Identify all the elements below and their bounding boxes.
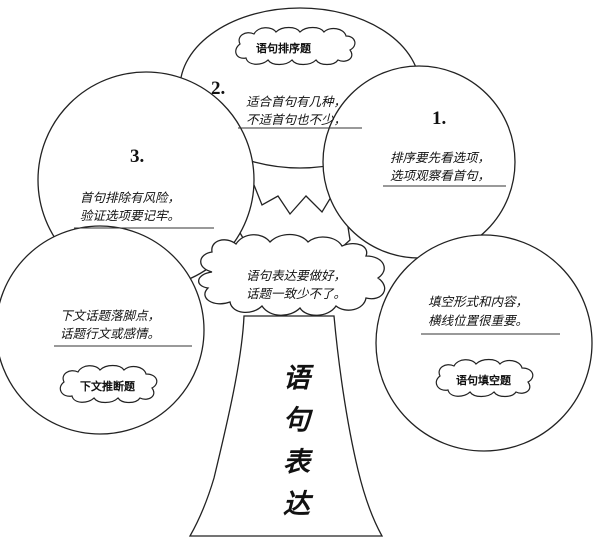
trunk-char-3: 表 — [283, 447, 310, 478]
trunk-char-2: 句 — [283, 405, 310, 436]
right-line-2: 选项观察看首句， — [390, 168, 491, 183]
lower-left-line-2: 话题行文或感情。 — [60, 326, 161, 341]
lower-left-tag-cloud — [59, 364, 158, 404]
center-cloud — [198, 233, 386, 316]
lower-left-line-1: 下文话题落脚点， — [60, 308, 161, 323]
tree-trunk — [188, 315, 384, 537]
right-line-1: 排序要先看选项， — [390, 150, 491, 165]
center-line-2: 话题一致少不了。 — [246, 286, 347, 301]
lower-right-line-1: 填空形式和内容， — [428, 294, 529, 309]
left-line-1: 首句排除有风险， — [80, 190, 181, 205]
lower-right-tag-label: 语句填空题 — [456, 374, 511, 387]
lower-left-tag-label: 下文推断题 — [80, 380, 135, 393]
top-line-1: 适合首句有几种， — [246, 94, 347, 109]
trunk-char-1: 语 — [283, 363, 310, 394]
left-line-2: 验证选项要记牢。 — [80, 208, 181, 223]
top-line-2: 不适首句也不少， — [246, 112, 347, 127]
top-number: 2. — [211, 78, 226, 99]
right-number: 1. — [432, 108, 447, 129]
top-tag-label: 语句排序题 — [256, 42, 311, 55]
lower-right-circle — [375, 234, 593, 452]
center-line-1: 语句表达要做好， — [246, 268, 347, 283]
lower-right-line-2: 横线位置很重要。 — [428, 313, 529, 328]
lower-right-tag-cloud — [435, 358, 534, 398]
trunk-char-4: 达 — [283, 489, 310, 520]
top-tag-cloud — [235, 26, 356, 66]
left-number: 3. — [130, 146, 145, 167]
